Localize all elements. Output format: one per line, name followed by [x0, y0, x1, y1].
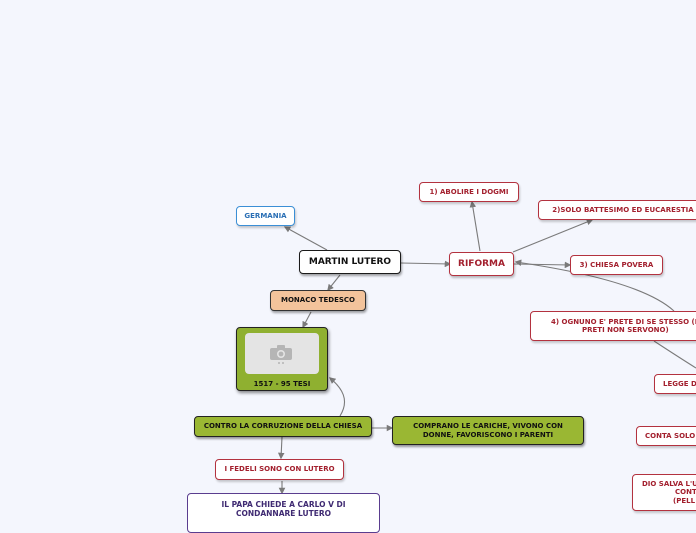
link-riforma-povera — [513, 261, 572, 269]
node-comprano-cariche[interactable]: COMPRANO LE CARICHE, VIVONO CON DONNE, F… — [392, 416, 584, 445]
link-monaco-tesi — [302, 311, 312, 329]
node-corruzione-label: CONTRO LA CORRUZIONE DELLA CHIESA — [203, 422, 363, 431]
node-monaco-tedesco-label: MONACO TEDESCO — [281, 296, 355, 305]
node-ognuno-prete[interactable]: 4) OGNUNO E' PRETE DI SE STESSO (I PRETI… — [530, 311, 696, 341]
node-germania-label: GERMANIA — [244, 211, 287, 220]
node-tesi[interactable]: 1517 - 95 TESI — [236, 327, 328, 391]
node-germania[interactable]: GERMANIA — [236, 206, 295, 226]
node-battesimo-label: 2)SOLO BATTESIMO ED EUCARESTIA — [552, 205, 694, 214]
node-chiesa-povera[interactable]: 3) CHIESA POVERA — [570, 255, 663, 275]
node-martin-lutero[interactable]: MARTIN LUTERO — [299, 250, 401, 274]
node-legge[interactable]: LEGGE D — [654, 374, 696, 394]
tesi-image-placeholder[interactable] — [245, 333, 319, 374]
link-corruzione-fedeli — [277, 436, 285, 460]
camera-icon — [270, 344, 292, 364]
node-riforma[interactable]: RIFORMA — [449, 252, 514, 276]
node-papa-carlo-v[interactable]: IL PAPA CHIEDE A CARLO V DI CONDANNARE L… — [187, 493, 380, 533]
node-monaco-tedesco[interactable]: MONACO TEDESCO — [270, 290, 366, 311]
link-prete-riforma — [514, 259, 675, 312]
link-prete-legge — [653, 340, 696, 369]
link-lutero-monaco — [327, 274, 341, 292]
node-papa-line2: CONDANNARE LUTERO — [235, 508, 332, 518]
node-martin-lutero-label: MARTIN LUTERO — [308, 256, 392, 267]
node-riforma-label: RIFORMA — [458, 258, 505, 269]
node-dio-salva[interactable]: DIO SALVA L'U CONT (PELL — [632, 474, 696, 511]
node-comprano-line1: COMPRANO LE CARICHE, VIVONO CON — [413, 422, 563, 431]
node-legge-label: LEGGE D — [663, 379, 696, 388]
node-abolire-dogmi-label: 1) ABOLIRE I DOGMI — [429, 187, 509, 196]
node-fedeli-lutero[interactable]: I FEDELI SONO CON LUTERO — [215, 459, 344, 480]
node-dio-salva-line1: DIO SALVA L'U — [642, 480, 696, 489]
node-conta-solo-label: CONTA SOLO — [645, 431, 696, 440]
link-riforma-battesimo — [512, 218, 594, 253]
node-fedeli-label: I FEDELI SONO CON LUTERO — [224, 465, 335, 474]
node-dio-salva-line3: (PELL — [673, 496, 696, 505]
node-ognuno-prete-line1: 4) OGNUNO E' PRETE DI SE STESSO (I — [551, 317, 696, 326]
node-conta-solo[interactable]: CONTA SOLO — [636, 426, 696, 446]
node-corruzione-chiesa[interactable]: CONTRO LA CORRUZIONE DELLA CHIESA — [194, 416, 372, 437]
link-riforma-dogmi — [469, 200, 481, 252]
node-papa-line1: IL PAPA CHIEDE A CARLO V DI — [221, 500, 346, 509]
node-ognuno-prete-line2: PRETI NON SERVONO) — [582, 326, 669, 334]
link-lutero-germania — [283, 226, 328, 251]
node-tesi-label: 1517 - 95 TESI — [253, 380, 311, 388]
link-corruzione-tesi — [328, 377, 345, 417]
link-lutero-riforma — [400, 260, 452, 268]
node-chiesa-povera-label: 3) CHIESA POVERA — [579, 260, 654, 269]
node-comprano-line2: DONNE, FAVORISCONO I PARENTI — [422, 430, 554, 439]
connector-lines — [277, 200, 696, 495]
node-dio-salva-line2: CONT — [675, 488, 696, 497]
node-abolire-dogmi[interactable]: 1) ABOLIRE I DOGMI — [419, 182, 519, 202]
node-battesimo-eucarestia[interactable]: 2)SOLO BATTESIMO ED EUCARESTIA — [538, 200, 696, 220]
